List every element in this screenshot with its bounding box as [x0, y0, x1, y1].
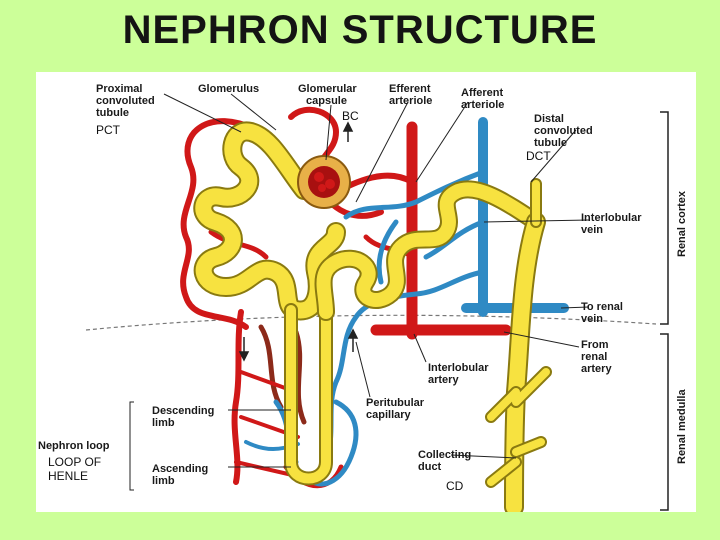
loop-of-henle-label-line1: LOOP OF: [48, 455, 101, 469]
interlobular-vein-label-line2: vein: [581, 224, 603, 236]
pct-label-line1: Proximal: [96, 83, 142, 95]
glomerulus: [308, 166, 340, 198]
pct-abbreviation: PCT: [96, 123, 121, 137]
interlobular-artery-label-line1: Interlobular: [428, 362, 489, 374]
dct-abbreviation: DCT: [526, 149, 551, 163]
dct-label-line1: Distal: [534, 113, 564, 125]
nephron-diagram-panel: Proximal convoluted tubule PCT Glomerulu…: [36, 72, 696, 512]
region-brackets: [660, 111, 669, 511]
slide-title: NEPHRON STRUCTURE: [122, 8, 598, 52]
peritubular-label-line1: Peritubular: [366, 397, 425, 409]
collecting-duct-label-line1: Collecting: [418, 449, 471, 461]
bc-abbreviation: BC: [342, 109, 359, 123]
to-renal-vein-label-line1: To renal: [581, 301, 623, 313]
ascending-limb-label-line1: Ascending: [152, 463, 208, 475]
nephron-diagram: Proximal convoluted tubule PCT Glomerulu…: [38, 83, 688, 512]
nephron-loop-label: Nephron loop: [38, 440, 110, 452]
tubule-system: [193, 121, 552, 512]
loop-of-henle: [284, 303, 333, 486]
dct-label-line2: convoluted: [534, 125, 593, 137]
pct-label-line3: tubule: [96, 107, 129, 119]
efferent-label-line1: Efferent: [389, 83, 431, 95]
renal-cortex-label: Renal cortex: [676, 190, 688, 257]
leader-lines: [129, 93, 590, 491]
efferent-label-line2: arteriole: [389, 95, 432, 107]
renal-medulla-label: Renal medulla: [676, 389, 688, 464]
dct-label-line3: tubule: [534, 137, 567, 149]
loop-of-henle-label-line2: HENLE: [48, 469, 88, 483]
descending-limb-label-line1: Descending: [152, 405, 214, 417]
renal-corpuscle: [297, 155, 351, 209]
interlobular-artery-label-line2: artery: [428, 374, 459, 386]
afferent-label-line2: arteriole: [461, 99, 504, 111]
ascending-limb-label-line2: limb: [152, 475, 175, 487]
afferent-label-line1: Afferent: [461, 87, 504, 99]
from-renal-artery-label-line3: artery: [581, 363, 612, 375]
interlobular-vein-label-line1: Interlobular: [581, 212, 642, 224]
capsule-label-line1: Glomerular: [298, 83, 357, 95]
descending-limb-label-line2: limb: [152, 417, 175, 429]
cd-abbreviation: CD: [446, 479, 464, 493]
capsule-label-line2: capsule: [306, 95, 347, 107]
flow-arrows: [238, 121, 359, 362]
to-renal-vein-label-line2: vein: [581, 313, 603, 325]
collecting-duct-label-line2: duct: [418, 461, 442, 473]
from-renal-artery-label-line2: renal: [581, 351, 607, 363]
peritubular-label-line2: capillary: [366, 409, 412, 421]
glomerulus-label: Glomerulus: [198, 83, 259, 95]
pct-label-line2: convoluted: [96, 95, 155, 107]
from-renal-artery-label-line1: From: [581, 339, 609, 351]
